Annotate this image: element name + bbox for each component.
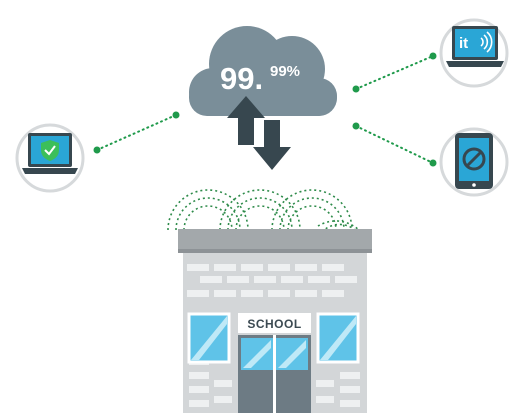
laptop-it-icon: [439, 18, 509, 88]
uptime-main: 99.: [220, 61, 263, 96]
uptime-decimal: 99%: [270, 63, 300, 80]
download-arrow-icon: [253, 120, 291, 170]
school-building-icon: SCHOOL: [178, 229, 372, 413]
wifi-signal-icon: [167, 189, 369, 245]
connector-top-right: [355, 55, 434, 90]
connector-right: [355, 125, 434, 164]
tablet-blocked-icon: [439, 127, 509, 197]
connector-left: [96, 114, 177, 151]
cloud-icon: [189, 26, 337, 116]
upload-arrow-icon: [227, 96, 265, 145]
wall-bricks: [187, 264, 360, 407]
school-sign: SCHOOL: [247, 317, 301, 331]
connector-lines: [96, 55, 434, 164]
school-sign-plate: [238, 313, 311, 333]
laptop-shield-icon: [15, 123, 85, 193]
laptop-it-label: it: [459, 35, 468, 52]
connector-dots: [93, 52, 437, 167]
